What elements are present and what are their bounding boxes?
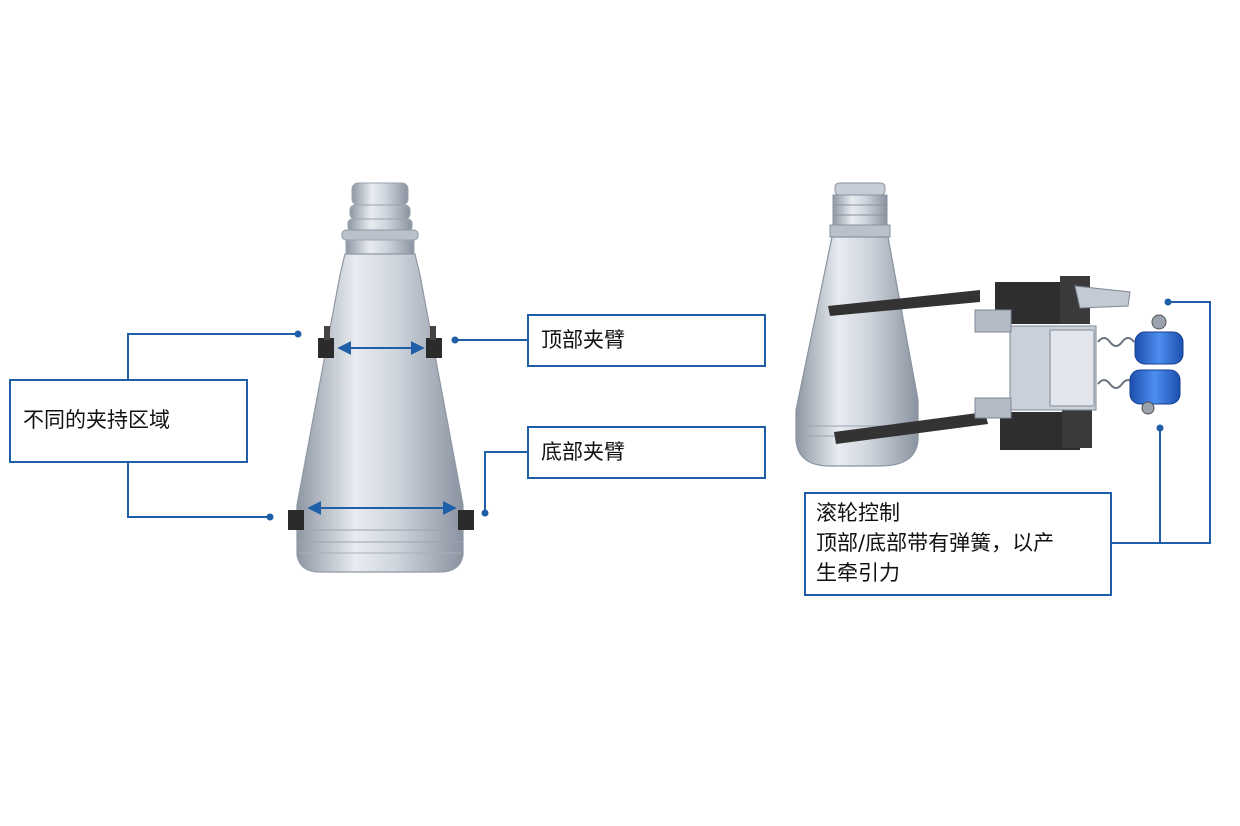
bottom-arm-label-box: 底部夹臂 [527, 426, 766, 479]
roller-control-leader [1112, 301, 1211, 544]
leader-dot [1156, 424, 1164, 432]
leader-dot [1164, 298, 1172, 306]
roller-control-title: 滚轮控制 [816, 501, 900, 525]
roller-bottom-icon [1129, 369, 1181, 415]
leader-dot [266, 513, 274, 521]
roller-top-icon [1134, 314, 1184, 365]
bottom-arm-label: 底部夹臂 [541, 440, 625, 464]
grip-zones-label-box: 不同的夹持区域 [9, 379, 248, 463]
leader-dot [481, 509, 489, 517]
gripper-mechanism [828, 276, 1135, 450]
bottom-clamp-left-icon [288, 510, 304, 530]
roller-control-label-box: 滚轮控制 顶部/底部带有弹簧，以产 生牵引力 [804, 492, 1112, 596]
leader-dot [294, 330, 302, 338]
top-arm-label-box: 顶部夹臂 [527, 314, 766, 367]
bottom-arm-leader [484, 451, 528, 513]
bottle-left [296, 182, 464, 573]
roller-control-line2: 顶部/底部带有弹簧，以产 [816, 531, 1055, 555]
bottom-clamp-right-icon [458, 510, 474, 530]
bottle-right [795, 182, 919, 467]
grip-zones-label: 不同的夹持区域 [23, 408, 170, 432]
grip-zones-leader [127, 333, 298, 518]
top-arm-label: 顶部夹臂 [541, 328, 625, 352]
top-clamp-right-icon [426, 326, 442, 358]
top-clamp-left-icon [318, 326, 334, 358]
leader-dot [451, 336, 459, 344]
roller-control-line3: 生牵引力 [816, 561, 900, 585]
